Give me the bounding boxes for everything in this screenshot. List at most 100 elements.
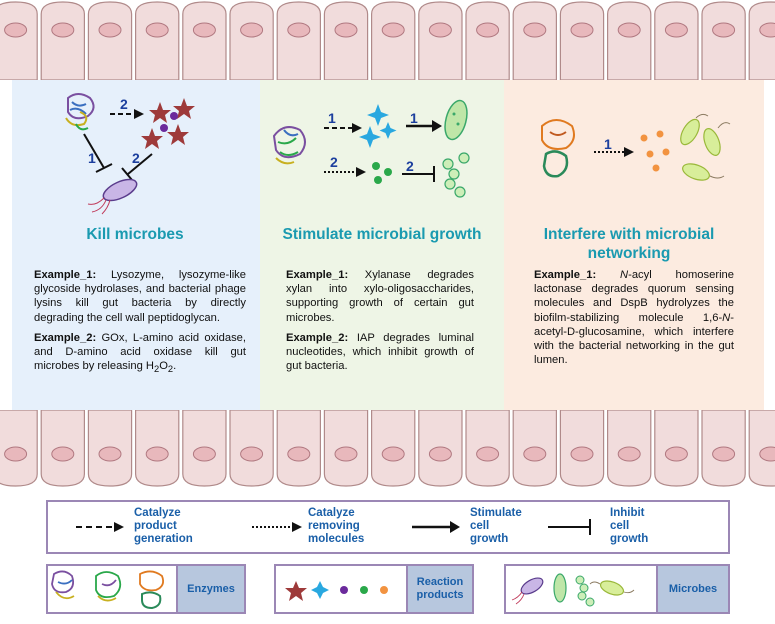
cell-nucleus <box>145 22 169 38</box>
cell-nucleus <box>381 22 405 38</box>
epithelial-cell <box>0 1 38 80</box>
legend-label-removing-molecules: Catalyze removing molecules <box>308 507 365 545</box>
cell-nucleus <box>381 446 405 462</box>
panel-kill-illustration <box>65 93 195 215</box>
panel-interfere-description: Example_1: N-acyl homoserine lactonase d… <box>534 269 735 367</box>
epithelial-cell <box>607 1 652 80</box>
epithelial-cell <box>229 1 274 80</box>
legend-label-stimulate-growth: Stimulate cell growth <box>470 507 522 545</box>
cell-nucleus <box>287 446 311 462</box>
example-label: Example_2: <box>34 331 97 344</box>
epithelial-cell <box>748 410 775 487</box>
panel-stimulate-description: Example_1: Xylanase degrades xylan into … <box>286 268 474 379</box>
example-label: Example_1: <box>34 269 97 281</box>
cell-nucleus <box>98 22 122 38</box>
cell-nucleus <box>334 22 358 38</box>
cell-nucleus <box>51 22 75 38</box>
enzyme-icon <box>51 570 75 600</box>
epithelial-cell <box>323 1 369 80</box>
reaction-products-tag: Reaction products <box>406 566 472 612</box>
bacterium-icon <box>680 118 721 181</box>
enzyme-icon <box>272 126 306 165</box>
epithelial-cell <box>701 1 746 80</box>
epithelial-cell <box>559 1 605 80</box>
cell-nucleus <box>664 22 688 38</box>
purple-dot-icon <box>340 586 348 594</box>
panel-stimulate-bg <box>260 80 504 410</box>
panel-stimulate-illustration <box>272 99 470 198</box>
arrow-number: 1 <box>410 110 418 126</box>
cell-nucleus <box>240 22 264 38</box>
legend-label-product-generation: Catalyze product generation <box>134 507 193 545</box>
bacterium-icon <box>87 178 138 215</box>
cell-nucleus <box>570 22 594 38</box>
panel-title-kill-microbes: Kill microbes <box>86 226 184 243</box>
legend-label-inhibit-growth: Inhibit cell growth <box>610 507 649 545</box>
bacteria-chain-icon <box>442 152 470 198</box>
sparkle-icon <box>311 581 329 599</box>
arrow-number: 1 <box>328 110 336 126</box>
bottom-epithelium <box>0 410 775 487</box>
enzymes-legend-icons <box>51 570 165 610</box>
cell-nucleus <box>759 22 775 38</box>
star-icon <box>141 98 195 149</box>
orange-dot-icon <box>380 586 388 594</box>
bacterium-icon <box>511 577 544 605</box>
enzyme-icon <box>65 93 95 131</box>
microbes-tag: Microbes <box>656 566 728 612</box>
bacterium-icon <box>589 580 635 596</box>
enzymes-tag: Enzymes <box>176 566 244 612</box>
cell-nucleus <box>192 446 216 462</box>
panel-interfere-bg <box>504 80 764 410</box>
products-legend-icons <box>285 581 388 601</box>
cell-nucleus <box>617 446 641 462</box>
cell-nucleus <box>287 22 311 38</box>
arrow-number: 2 <box>330 154 338 170</box>
enzyme-icon <box>95 571 122 602</box>
cell-nucleus <box>664 446 688 462</box>
star-icon <box>285 581 307 601</box>
cell-nucleus <box>428 446 452 462</box>
epithelial-cell <box>748 1 775 80</box>
cell-nucleus <box>476 446 500 462</box>
bacterium-icon <box>444 99 468 141</box>
bacteria-chain-icon <box>575 575 595 607</box>
epithelial-cell <box>40 1 85 80</box>
panel-title-stimulate-growth: Stimulate microbial growth <box>282 226 482 243</box>
cell-nucleus <box>51 446 75 462</box>
epithelial-cell <box>512 1 557 80</box>
inhibit-arrow-icon <box>548 519 591 535</box>
cell-nucleus <box>428 22 452 38</box>
cell-nucleus <box>523 446 547 462</box>
example-text: IAP degrades luminal nucleotides, which … <box>286 331 475 373</box>
cell-nucleus <box>240 446 264 462</box>
top-epithelium <box>0 1 775 80</box>
cell-nucleus <box>712 22 736 38</box>
solid-arrow-icon <box>412 521 460 533</box>
panel-interfere-illustration <box>541 113 731 181</box>
sparkle-icon <box>359 104 397 148</box>
cell-nucleus <box>4 446 28 462</box>
arrow-number: 2 <box>132 150 140 166</box>
cell-nucleus <box>617 22 641 38</box>
epithelial-cell <box>135 1 180 80</box>
epithelial-cell <box>465 1 510 80</box>
arrow-legend <box>46 500 730 554</box>
panel-kill-description: Example_1: Lysozyme, lysozyme-like glyco… <box>34 269 247 375</box>
panel-kill-bg <box>12 80 260 410</box>
arrow-number: 1 <box>88 150 96 166</box>
epithelial-cell <box>87 1 133 80</box>
cell-nucleus <box>476 22 500 38</box>
dotted-arrow-icon <box>252 522 302 532</box>
epithelial-cell <box>371 1 416 80</box>
arrow-number: 2 <box>120 96 128 112</box>
arrow-number: 1 <box>604 136 612 152</box>
arrow-number: 2 <box>406 158 414 174</box>
example-text: Xylanase degrades xylan into xylo-oligos… <box>286 269 474 324</box>
enzyme-icon <box>541 119 575 178</box>
microbes-legend-icons <box>511 573 635 607</box>
cell-nucleus <box>4 22 28 38</box>
epithelial-cell <box>182 1 227 80</box>
cell-nucleus <box>334 446 358 462</box>
cell-nucleus <box>759 446 775 462</box>
